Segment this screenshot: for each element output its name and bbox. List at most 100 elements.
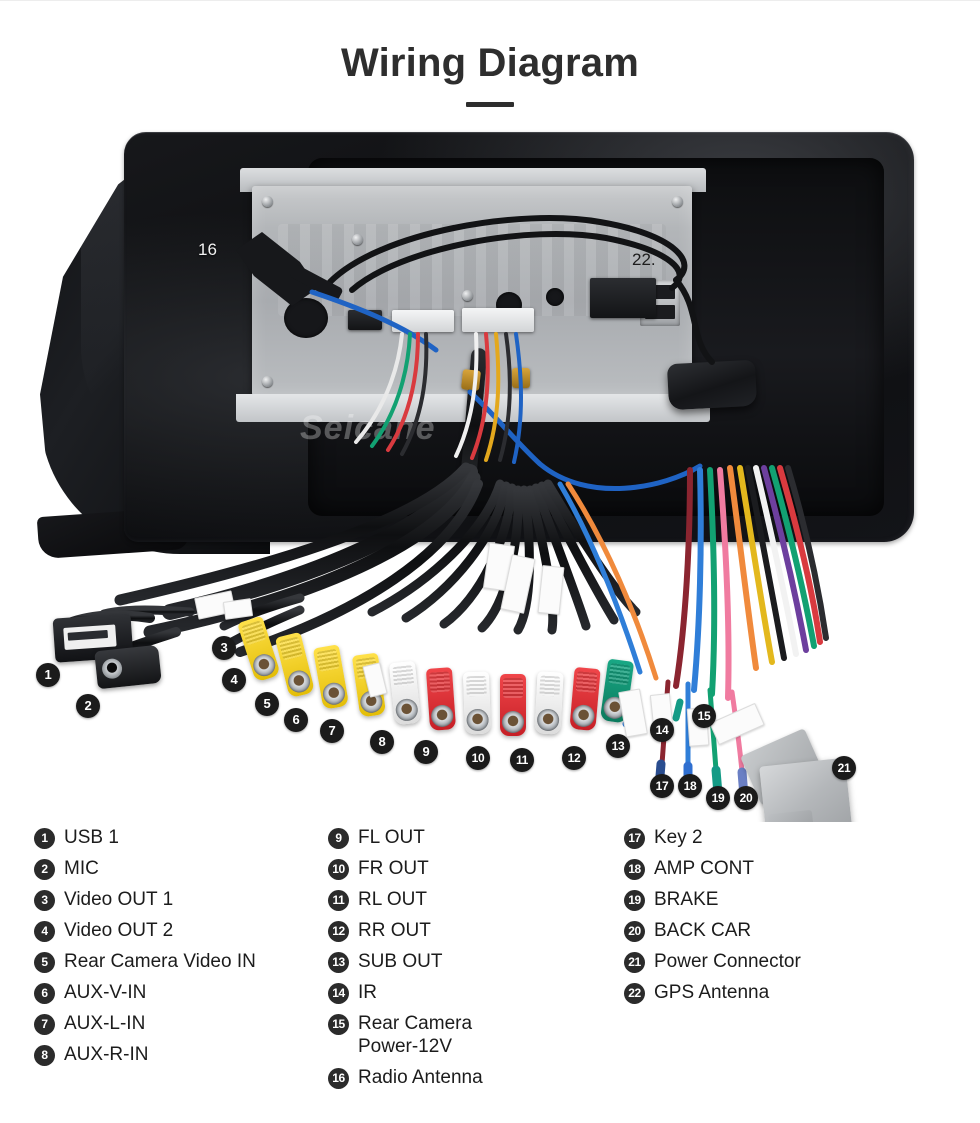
legend-badge: 17 xyxy=(624,828,645,849)
legend-label: AUX-L-IN xyxy=(64,1013,146,1034)
legend-label: USB 1 xyxy=(64,827,119,848)
legend-label: FR OUT xyxy=(358,858,429,879)
legend-badge: 2 xyxy=(34,859,55,880)
callout-1: 1 xyxy=(36,663,60,687)
mic-jack-connector xyxy=(94,644,162,690)
rca-socket xyxy=(394,697,419,722)
rca-socket xyxy=(571,704,596,728)
legend-badge: 18 xyxy=(624,859,645,880)
callout-13: 13 xyxy=(606,734,630,758)
legend-badge: 6 xyxy=(34,983,55,1004)
page-title: Wiring Diagram xyxy=(340,41,640,85)
legend-badge: 9 xyxy=(328,828,349,849)
legend-label: AUX-R-IN xyxy=(64,1044,149,1065)
callout-10: 10 xyxy=(466,746,490,770)
legend-badge: 15 xyxy=(328,1014,349,1035)
chassis-hole xyxy=(546,288,564,306)
legend-label: Radio Antenna xyxy=(358,1067,483,1088)
legend-badge: 12 xyxy=(328,921,349,942)
legend-item: 8 AUX-R-IN xyxy=(34,1043,334,1066)
legend-item: 5 Rear Camera Video IN xyxy=(34,950,334,973)
callout-6: 6 xyxy=(284,708,308,732)
legend-label: RL OUT xyxy=(358,889,427,910)
legend-badge: 10 xyxy=(328,859,349,880)
legend-badge: 16 xyxy=(328,1068,349,1089)
legend-label: AMP CONT xyxy=(654,858,754,879)
rca-grip xyxy=(608,662,631,686)
callout-17: 17 xyxy=(650,774,674,798)
rca-connector-red xyxy=(569,666,601,732)
legend-label: GPS Antenna xyxy=(654,982,770,1003)
legend-label: MIC xyxy=(64,858,99,879)
rca-grip xyxy=(392,665,415,688)
legend-item: 15 Rear Camera Power-12V xyxy=(328,1012,620,1058)
chassis-screw xyxy=(462,290,473,301)
callout-11: 11 xyxy=(510,748,534,772)
rca-socket xyxy=(502,711,524,733)
callout-5: 5 xyxy=(255,692,279,716)
legend-item: 18 AMP CONT xyxy=(624,857,944,880)
callout-3: 3 xyxy=(212,636,236,660)
top-hairline xyxy=(0,0,980,1)
cable-tie-label xyxy=(222,598,254,620)
legend-label: Video OUT 1 xyxy=(64,889,174,910)
legend-label: FL OUT xyxy=(358,827,425,848)
legend-item: 10 FR OUT xyxy=(328,857,620,880)
rca-connector-white xyxy=(534,671,564,735)
callout-18: 18 xyxy=(678,774,702,798)
wiring-photo: Seicane xyxy=(0,112,980,822)
cable-harness-illustration xyxy=(67,215,829,801)
photo-label-16: 16 xyxy=(198,240,217,259)
legend-item: 17 Key 2 xyxy=(624,826,944,849)
legend-item: 11 RL OUT xyxy=(328,888,620,911)
chassis-screw xyxy=(262,196,273,207)
callout-20: 20 xyxy=(734,786,758,810)
rca-socket xyxy=(250,651,279,680)
callout-19: 19 xyxy=(706,786,730,810)
callout-8: 8 xyxy=(370,730,394,754)
legend-label: Key 2 xyxy=(654,827,703,848)
legend-item: 9 FL OUT xyxy=(328,826,620,849)
rca-socket xyxy=(430,704,454,728)
rca-socket xyxy=(285,668,313,695)
rca-grip xyxy=(466,675,487,697)
rca-connector-white xyxy=(462,671,492,735)
legend-badge: 1 xyxy=(34,828,55,849)
legend-badge: 14 xyxy=(328,983,349,1004)
rca-connector-red xyxy=(425,667,457,731)
legend-label: AUX-V-IN xyxy=(64,982,147,1003)
callout-2: 2 xyxy=(76,694,100,718)
legend-badge: 8 xyxy=(34,1045,55,1066)
legend-badge: 5 xyxy=(34,952,55,973)
legend-label: Power Connector xyxy=(654,951,801,972)
legend-item: 2 MIC xyxy=(34,857,334,880)
legend-label: IR xyxy=(358,982,377,1003)
legend-label: Rear Camera Video IN xyxy=(64,951,256,972)
legend-item: 6 AUX-V-IN xyxy=(34,981,334,1004)
white-wire-connector xyxy=(392,310,454,332)
rca-grip xyxy=(241,620,267,646)
rca-socket xyxy=(321,680,347,707)
legend-badge: 4 xyxy=(34,921,55,942)
chassis-screw xyxy=(672,196,683,207)
legend-badge: 13 xyxy=(328,952,349,973)
legend-badge: 21 xyxy=(624,952,645,973)
callout-9: 9 xyxy=(414,740,438,764)
legend-item: 14 IR xyxy=(328,981,620,1004)
legend-label: BACK CAR xyxy=(654,920,752,941)
white-wire-connector xyxy=(462,308,534,332)
legend-badge: 11 xyxy=(328,890,349,911)
photo-label-22: 22. xyxy=(632,250,656,269)
legend-label: Rear Camera Power-12V xyxy=(358,1013,473,1057)
